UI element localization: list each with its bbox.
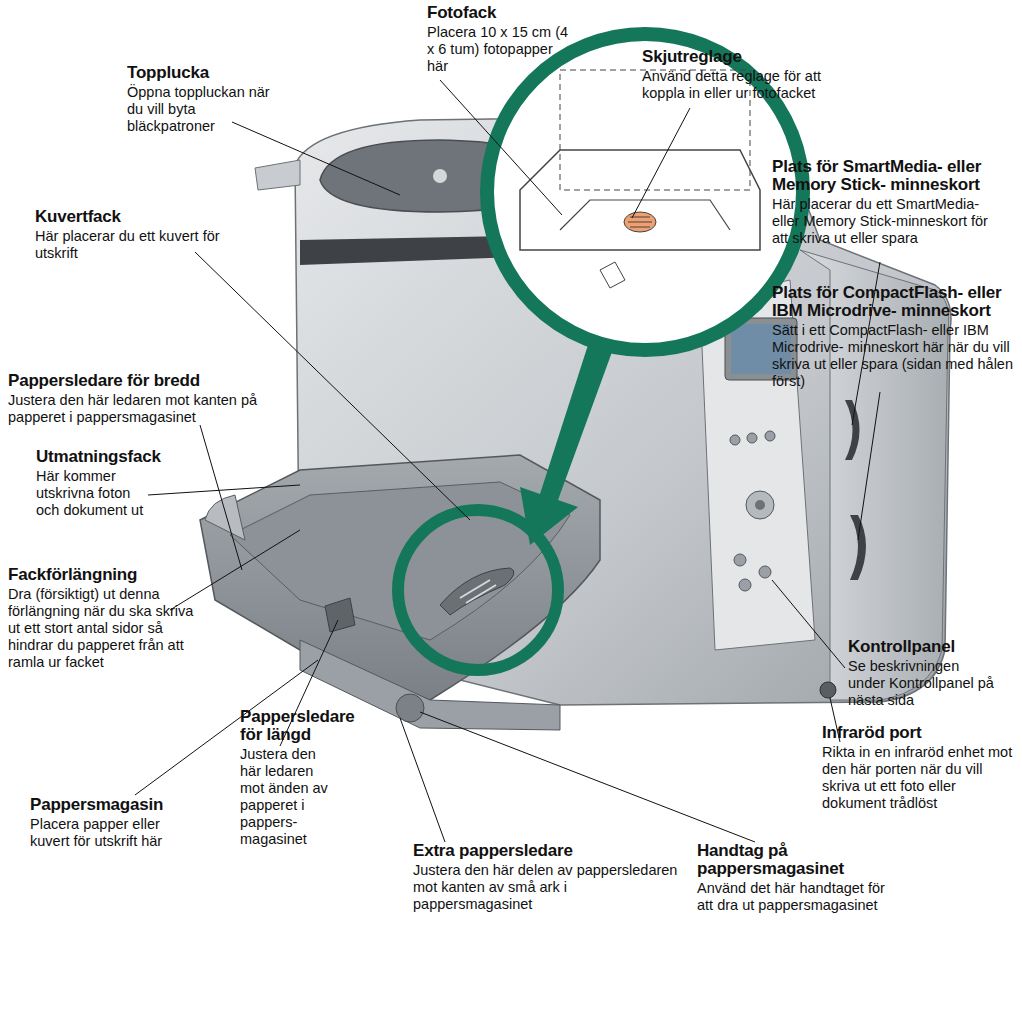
- tray-slider: [440, 568, 514, 615]
- part-name: Plats för SmartMedia- eller Memory Stick…: [772, 158, 1022, 194]
- output-tray-callout: UtmatningsfackHär kommer utskrivna foton…: [36, 448, 196, 519]
- slider-switch-callout: SkjutreglageAnvänd detta reglage för att…: [642, 48, 862, 102]
- part-name: Pappersledare för bredd: [8, 372, 328, 390]
- infrared-port: [820, 682, 836, 698]
- part-description: Använd detta reglage för att koppla in e…: [642, 68, 857, 102]
- slider-knob: [624, 212, 656, 232]
- side-button: [255, 160, 300, 190]
- part-name: Utmatningsfack: [36, 448, 196, 466]
- part-name: Kontrollpanel: [848, 638, 1018, 656]
- part-description: Justera den här delen av pappersledaren …: [413, 862, 683, 913]
- length-guide-callout: Pappersledare för längdJustera den här l…: [240, 708, 360, 848]
- slider-ridges: [460, 580, 496, 603]
- photo-tray-outline: [520, 150, 760, 250]
- panel-button: [759, 566, 771, 578]
- card-slot: [845, 400, 860, 460]
- tray-extension-callout: FackförlängningDra (försiktigt) ut denna…: [8, 566, 208, 671]
- slider-ridges: [628, 217, 652, 227]
- nav-button: [746, 491, 774, 519]
- tray-tab: [600, 262, 625, 288]
- focus-circle: [398, 510, 558, 670]
- part-name: Fotofack: [427, 4, 627, 22]
- panel-button: [730, 435, 740, 445]
- extra-guide-callout: Extra pappersledareJustera den här delen…: [413, 842, 683, 913]
- part-name: Kuvertfack: [35, 208, 235, 226]
- part-description: Rikta in en infraröd enhet mot den här p…: [822, 744, 1022, 812]
- part-description: Här placerar du ett kuvert för utskrift: [35, 228, 235, 262]
- compactflash-slot-callout: Plats för CompactFlash- eller IBM Microd…: [772, 284, 1022, 390]
- part-description: Se beskrivningen under Kontrollpanel på …: [848, 658, 998, 709]
- logo-badge: [433, 169, 447, 183]
- paper-tray-callout: PappersmagasinPlacera papper eller kuver…: [30, 796, 200, 850]
- tray-extension: [205, 495, 245, 540]
- leader-lines: [135, 80, 880, 842]
- output-tray: [200, 455, 600, 700]
- part-description: Dra (försiktigt) ut denna förlängning nä…: [8, 586, 203, 671]
- part-description: Justera den här ledaren mot kanten på pa…: [8, 392, 273, 426]
- top-cover-callout: ToppluckaÖppna toppluckan när du vill by…: [127, 64, 287, 135]
- panel-button: [734, 554, 746, 566]
- part-name: Pappersmagasin: [30, 796, 200, 814]
- part-description: Öppna toppluckan när du vill byta bläckp…: [127, 84, 272, 135]
- panel-button: [765, 431, 775, 441]
- part-name: Pappersledare för längd: [240, 708, 360, 744]
- envelope-slot-callout: KuvertfackHär placerar du ett kuvert för…: [35, 208, 235, 262]
- panel-button: [747, 433, 757, 443]
- part-name: Plats för CompactFlash- eller IBM Microd…: [772, 284, 1022, 320]
- infrared-port-callout: Infraröd portRikta in en infraröd enhet …: [822, 724, 1022, 812]
- card-slot: [850, 515, 866, 580]
- part-name: Infraröd port: [822, 724, 1022, 742]
- part-description: Här kommer utskrivna foton och dokument …: [36, 468, 151, 519]
- part-name: Topplucka: [127, 64, 287, 82]
- tray-handle: [396, 694, 424, 722]
- zoom-arrow: [520, 345, 612, 545]
- part-description: Placera papper eller kuvert för utskrift…: [30, 816, 190, 850]
- part-name: Fackförlängning: [8, 566, 208, 584]
- smartmedia-slot-callout: Plats för SmartMedia- eller Memory Stick…: [772, 158, 1022, 247]
- panel-button: [739, 579, 751, 591]
- length-guide: [325, 598, 355, 632]
- part-description: Sätt i ett CompactFlash- eller IBM Micro…: [772, 322, 1017, 390]
- part-description: Placera 10 x 15 cm (4 x 6 tum) fotopappe…: [427, 24, 577, 75]
- part-description: Justera den här ledaren mot änden av pap…: [240, 746, 340, 848]
- width-guide-callout: Pappersledare för breddJustera den här l…: [8, 372, 328, 426]
- part-description: Här placerar du ett SmartMedia- eller Me…: [772, 196, 1007, 247]
- tray-handle-callout: Handtag på pappersmagasinetAnvänd det hä…: [697, 842, 892, 914]
- part-description: Använd det här handtaget för att dra ut …: [697, 880, 892, 914]
- part-name: Handtag på pappersmagasinet: [697, 842, 887, 878]
- part-name: Extra pappersledare: [413, 842, 683, 860]
- photo-tray-callout: FotofackPlacera 10 x 15 cm (4 x 6 tum) f…: [427, 4, 627, 75]
- control-panel-callout: Kontrollpanel Se beskrivningen under Kont…: [848, 638, 1018, 709]
- nav-center: [755, 500, 765, 510]
- part-name: Skjutreglage: [642, 48, 862, 66]
